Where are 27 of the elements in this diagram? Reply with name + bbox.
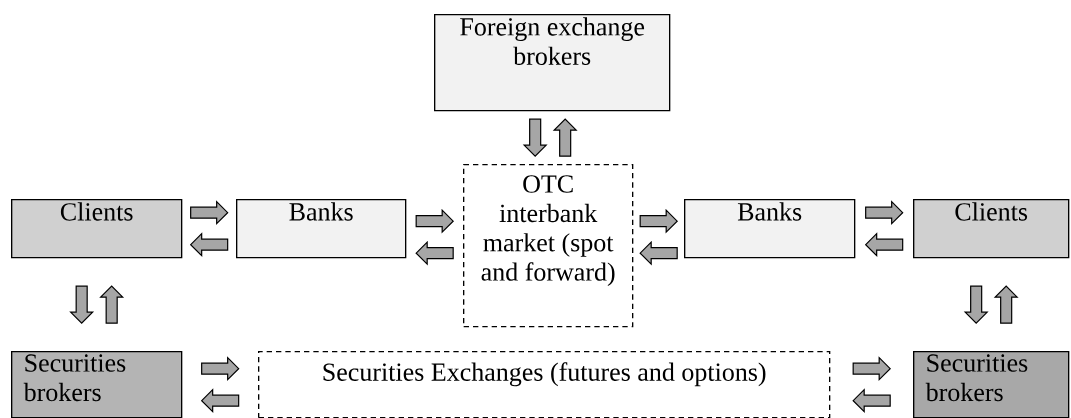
process-box: Securities brokers [11, 351, 183, 418]
process-box: Banks [684, 199, 856, 259]
block-arrow [864, 232, 904, 258]
block-arrow [852, 388, 891, 414]
block-arrow [639, 208, 678, 234]
dashed-box: OTC interbank market (spot and forward) [463, 164, 634, 328]
block-arrow [963, 285, 989, 324]
block-arrow [201, 356, 240, 382]
block-arrow [200, 388, 240, 414]
block-arrow [99, 285, 125, 324]
block-arrow [865, 200, 904, 226]
dashed-box: Securities Exchanges (futures and options) [258, 351, 831, 418]
block-arrow [69, 285, 95, 324]
block-arrow [993, 285, 1019, 324]
block-arrow [189, 232, 229, 258]
block-arrow [639, 240, 678, 266]
process-box: Foreign exchange brokers [434, 14, 671, 112]
block-arrow [852, 356, 892, 382]
block-arrow [552, 118, 578, 157]
block-arrow [415, 240, 454, 266]
process-box: Clients [11, 199, 183, 259]
process-box: Clients [913, 199, 1070, 259]
block-arrow [415, 208, 454, 234]
process-box: Banks [236, 199, 407, 259]
process-box: Securities brokers [913, 351, 1070, 418]
block-arrow [190, 200, 229, 226]
block-arrow [522, 118, 548, 157]
